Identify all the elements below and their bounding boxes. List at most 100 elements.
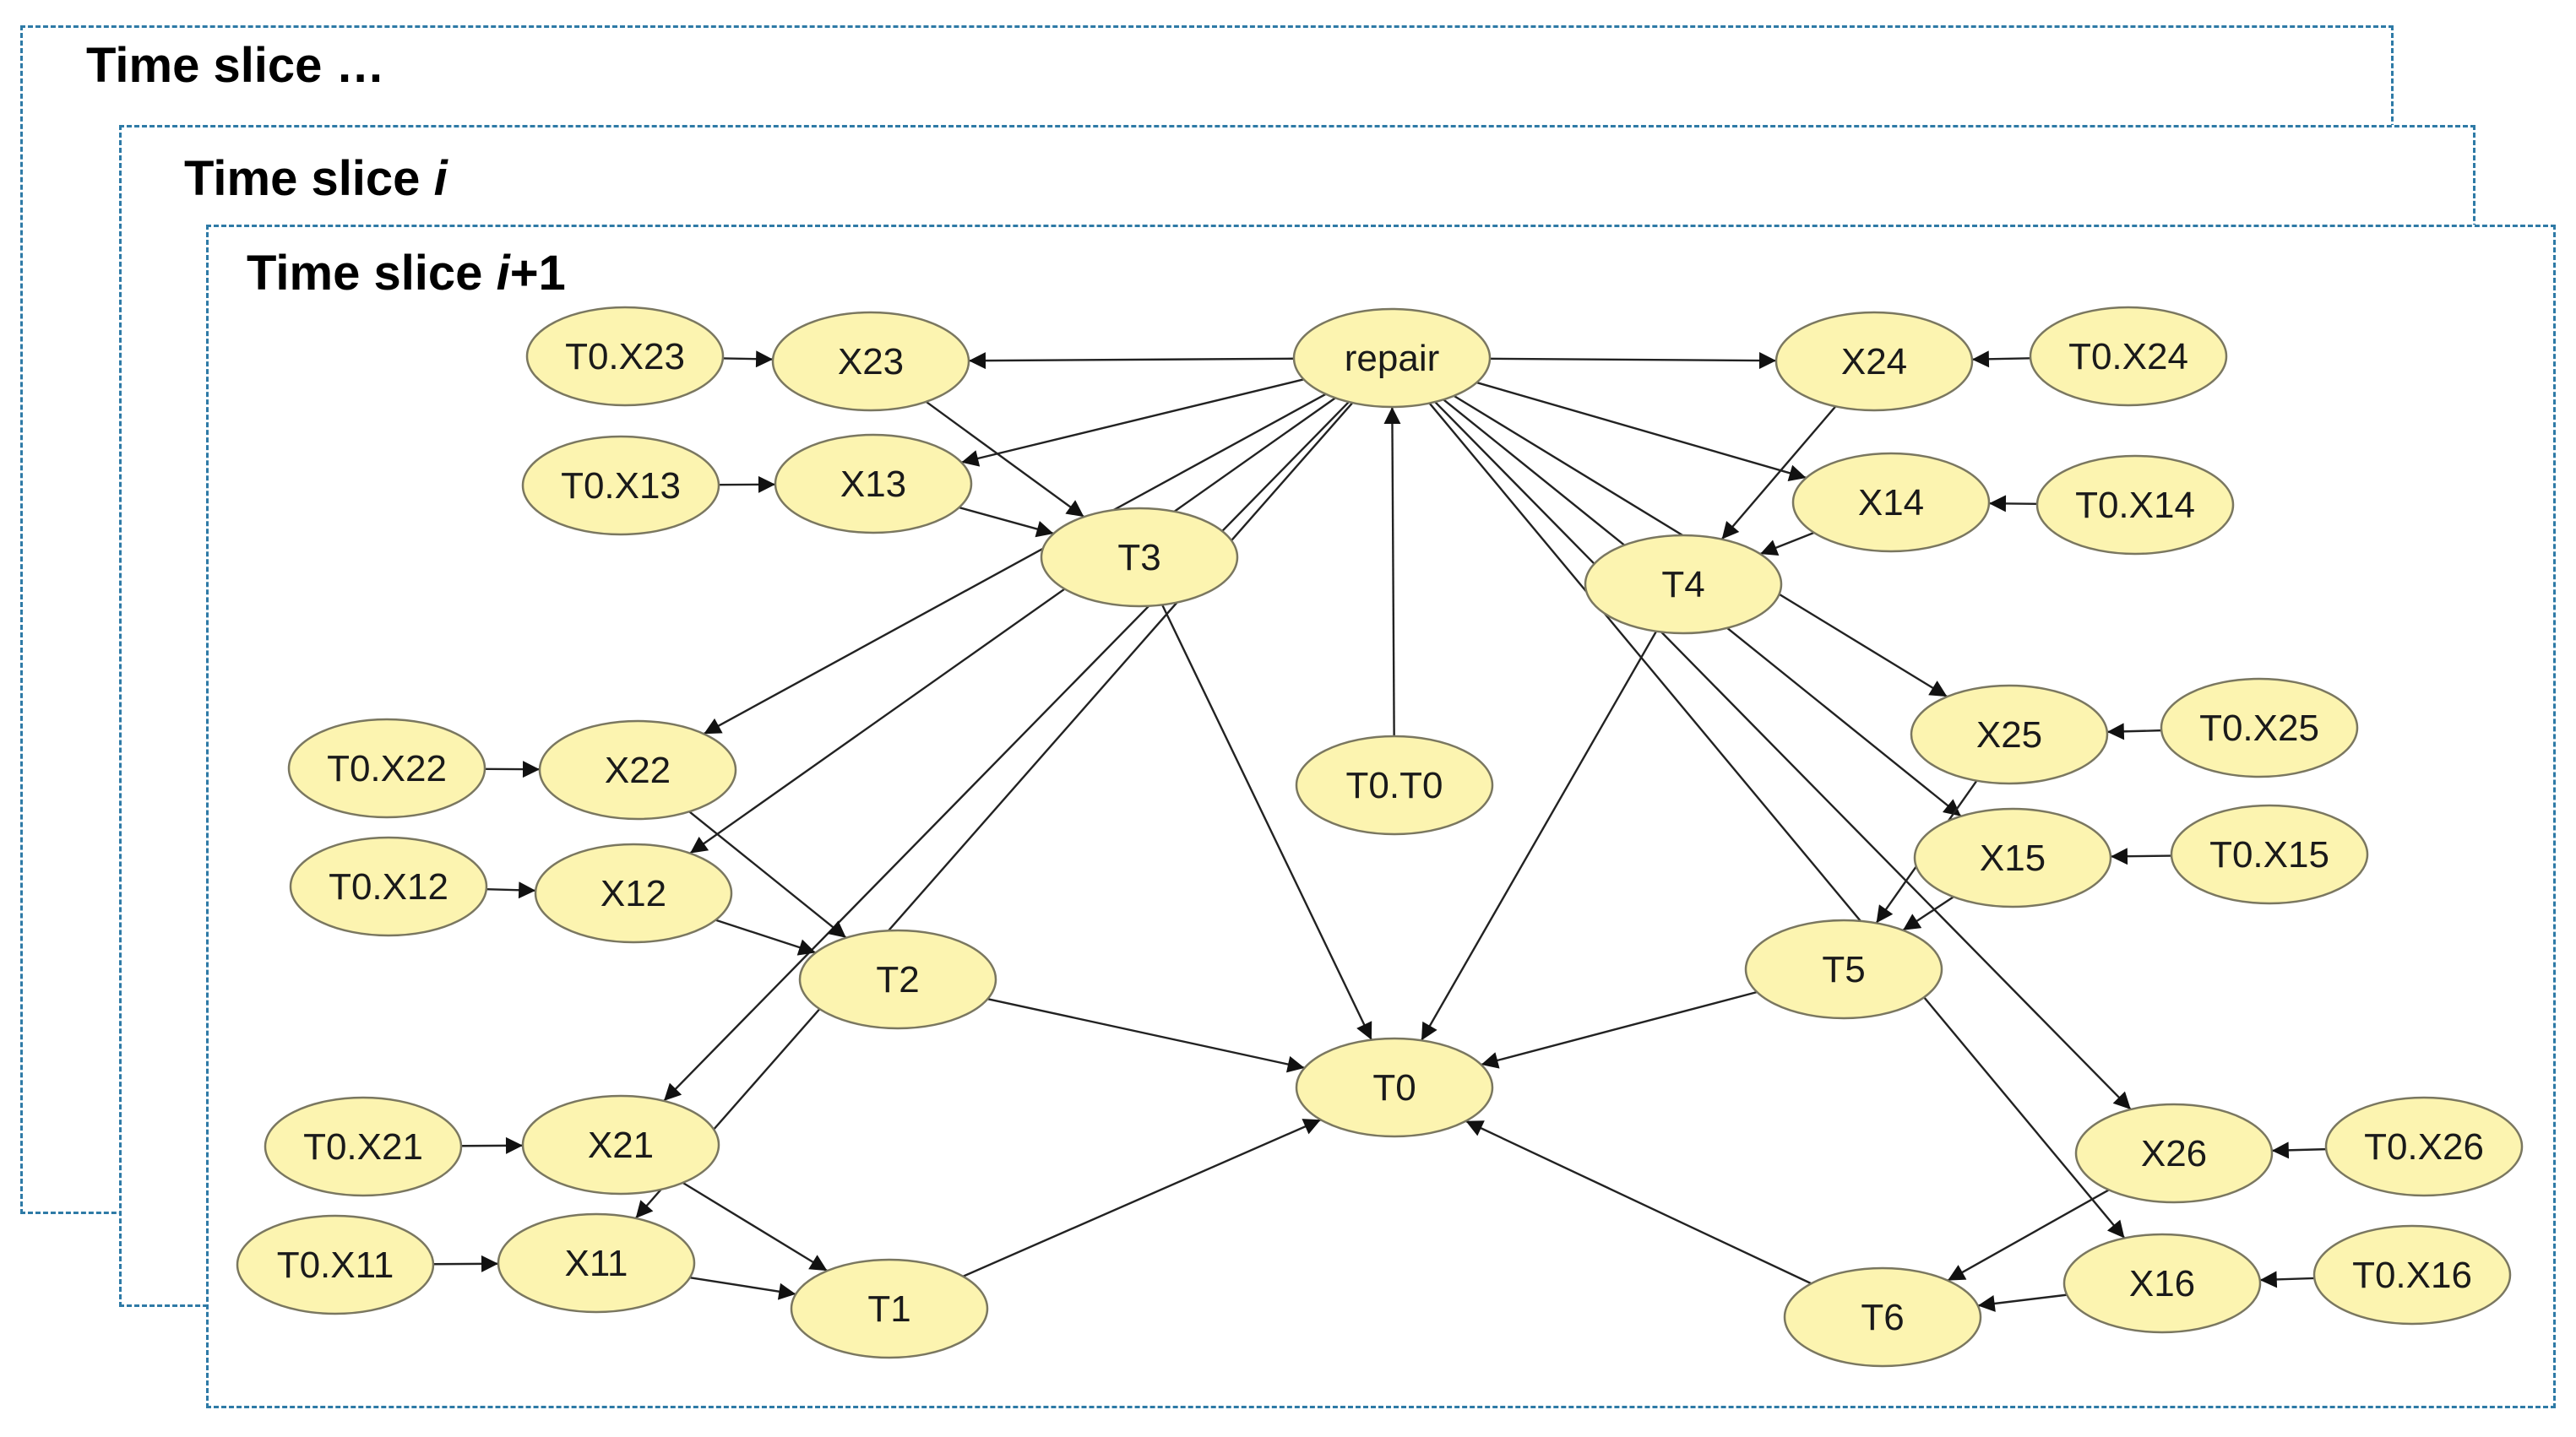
node-label: X14 — [1858, 482, 1924, 523]
node-label: T4 — [1661, 564, 1704, 605]
edge-line — [2106, 723, 2162, 740]
node-label: T0.X25 — [2199, 708, 2319, 749]
node-ellipse — [2312, 1224, 2512, 1326]
node-T0X22[interactable]: T0.X22 — [287, 718, 486, 819]
node-T4[interactable]: T4 — [1584, 534, 1783, 635]
node-ellipse — [538, 719, 737, 821]
node-T0T0[interactable]: T0.T0 — [1295, 735, 1494, 836]
node-repair[interactable]: repair — [1292, 307, 1492, 409]
node-ellipse — [1744, 919, 1943, 1020]
edge-T0T0-to-repair — [1383, 406, 1401, 737]
node-ellipse — [774, 433, 973, 534]
edge-T5-to-T0 — [1481, 990, 1758, 1069]
edge-line — [1476, 381, 1807, 481]
edge-repair-to-X23 — [968, 352, 1295, 370]
edge-T0X14-to-X14 — [1988, 495, 2038, 512]
edge-line — [1428, 402, 2126, 1239]
node-T0X24[interactable]: T0.X24 — [2029, 306, 2228, 407]
edges-layer — [432, 350, 2327, 1312]
node-label: T0.X16 — [2352, 1255, 2472, 1296]
node-X14[interactable]: X14 — [1791, 452, 1991, 553]
node-X23[interactable]: X23 — [771, 311, 970, 412]
node-ellipse — [521, 435, 720, 536]
node-T0X23[interactable]: T0.X23 — [525, 306, 725, 407]
node-ellipse — [2029, 306, 2228, 407]
edge-T0X24-to-X24 — [1971, 350, 2031, 368]
node-T5[interactable]: T5 — [1744, 919, 1943, 1020]
node-label: T2 — [876, 959, 919, 1000]
node-T2[interactable]: T2 — [798, 929, 997, 1030]
node-X24[interactable]: X24 — [1774, 311, 1974, 412]
node-label: T6 — [1861, 1297, 1904, 1338]
node-X16[interactable]: X16 — [2062, 1233, 2262, 1334]
edge-line — [689, 397, 1336, 854]
edge-X23-to-T3 — [925, 400, 1085, 518]
edge-X11-to-T1 — [689, 1277, 796, 1300]
edge-line — [722, 350, 774, 368]
node-label: T0.X14 — [2075, 485, 2195, 526]
node-T0X14[interactable]: T0.X14 — [2035, 454, 2235, 556]
node-X22[interactable]: X22 — [538, 719, 737, 821]
node-ellipse — [1584, 534, 1783, 635]
node-X25[interactable]: X25 — [1910, 684, 2109, 785]
node-T0X25[interactable]: T0.X25 — [2160, 677, 2359, 778]
node-label: T0.X13 — [561, 465, 681, 507]
node-T0X12[interactable]: T0.X12 — [289, 836, 488, 937]
node-ellipse — [1783, 1266, 1982, 1368]
slice-title-text: Time slice — [86, 38, 336, 93]
node-X26[interactable]: X26 — [2074, 1103, 2274, 1204]
node-label: repair — [1345, 338, 1440, 379]
edge-T4-to-T0 — [1420, 631, 1658, 1041]
edge-X26-to-T6 — [1947, 1189, 2110, 1282]
node-X15[interactable]: X15 — [1913, 807, 2112, 908]
edge-repair-to-X13 — [961, 378, 1304, 467]
node-label: X25 — [1976, 714, 2042, 756]
edge-line — [1759, 531, 1815, 556]
edge-repair-to-X21 — [663, 401, 1350, 1102]
edge-line — [682, 1181, 829, 1272]
node-T0X15[interactable]: T0.X15 — [2170, 804, 2369, 905]
edge-T0X23-to-X23 — [722, 350, 774, 368]
node-T0X26[interactable]: T0.X26 — [2324, 1096, 2524, 1197]
node-X13[interactable]: X13 — [774, 433, 973, 534]
node-X12[interactable]: X12 — [534, 843, 733, 944]
edge-repair-to-X14 — [1476, 381, 1807, 481]
node-T6[interactable]: T6 — [1783, 1266, 1982, 1368]
node-T0X11[interactable]: T0.X11 — [236, 1214, 435, 1315]
node-T0[interactable]: T0 — [1295, 1037, 1494, 1138]
node-label: X23 — [838, 341, 904, 382]
node-ellipse — [2170, 804, 2369, 905]
node-T0X13[interactable]: T0.X13 — [521, 435, 720, 536]
edge-line — [634, 402, 1354, 1219]
edge-line — [1161, 604, 1372, 1041]
node-ellipse — [2324, 1096, 2524, 1197]
edge-T0X25-to-X25 — [2106, 723, 2162, 740]
slice-title-suffix: +1 — [509, 246, 566, 301]
slice-title-text: Time slice — [247, 246, 497, 301]
node-ellipse — [1910, 684, 2109, 785]
edge-repair-to-X12 — [689, 397, 1336, 854]
node-T0X16[interactable]: T0.X16 — [2312, 1224, 2512, 1326]
edge-X21-to-T1 — [682, 1181, 829, 1272]
node-ellipse — [236, 1214, 435, 1315]
node-label: T5 — [1822, 949, 1865, 990]
edge-line — [1420, 631, 1658, 1041]
node-X11[interactable]: X11 — [497, 1212, 696, 1314]
node-ellipse — [1292, 307, 1492, 409]
node-T0X21[interactable]: T0.X21 — [264, 1096, 463, 1197]
node-T1[interactable]: T1 — [790, 1258, 989, 1359]
edge-line — [1720, 405, 1837, 540]
edge-repair-to-X24 — [1489, 352, 1777, 370]
node-T3[interactable]: T3 — [1040, 507, 1239, 608]
node-ellipse — [1295, 735, 1494, 836]
edge-line — [968, 352, 1295, 370]
node-ellipse — [2035, 454, 2235, 556]
edge-T1-to-T0 — [962, 1119, 1322, 1277]
node-X21[interactable]: X21 — [521, 1094, 720, 1196]
edge-line — [959, 506, 1054, 538]
edge-repair-to-X16 — [1428, 402, 2126, 1239]
node-label: T0.X12 — [329, 866, 448, 908]
node-ellipse — [1913, 807, 2112, 908]
edge-line — [2110, 848, 2172, 865]
